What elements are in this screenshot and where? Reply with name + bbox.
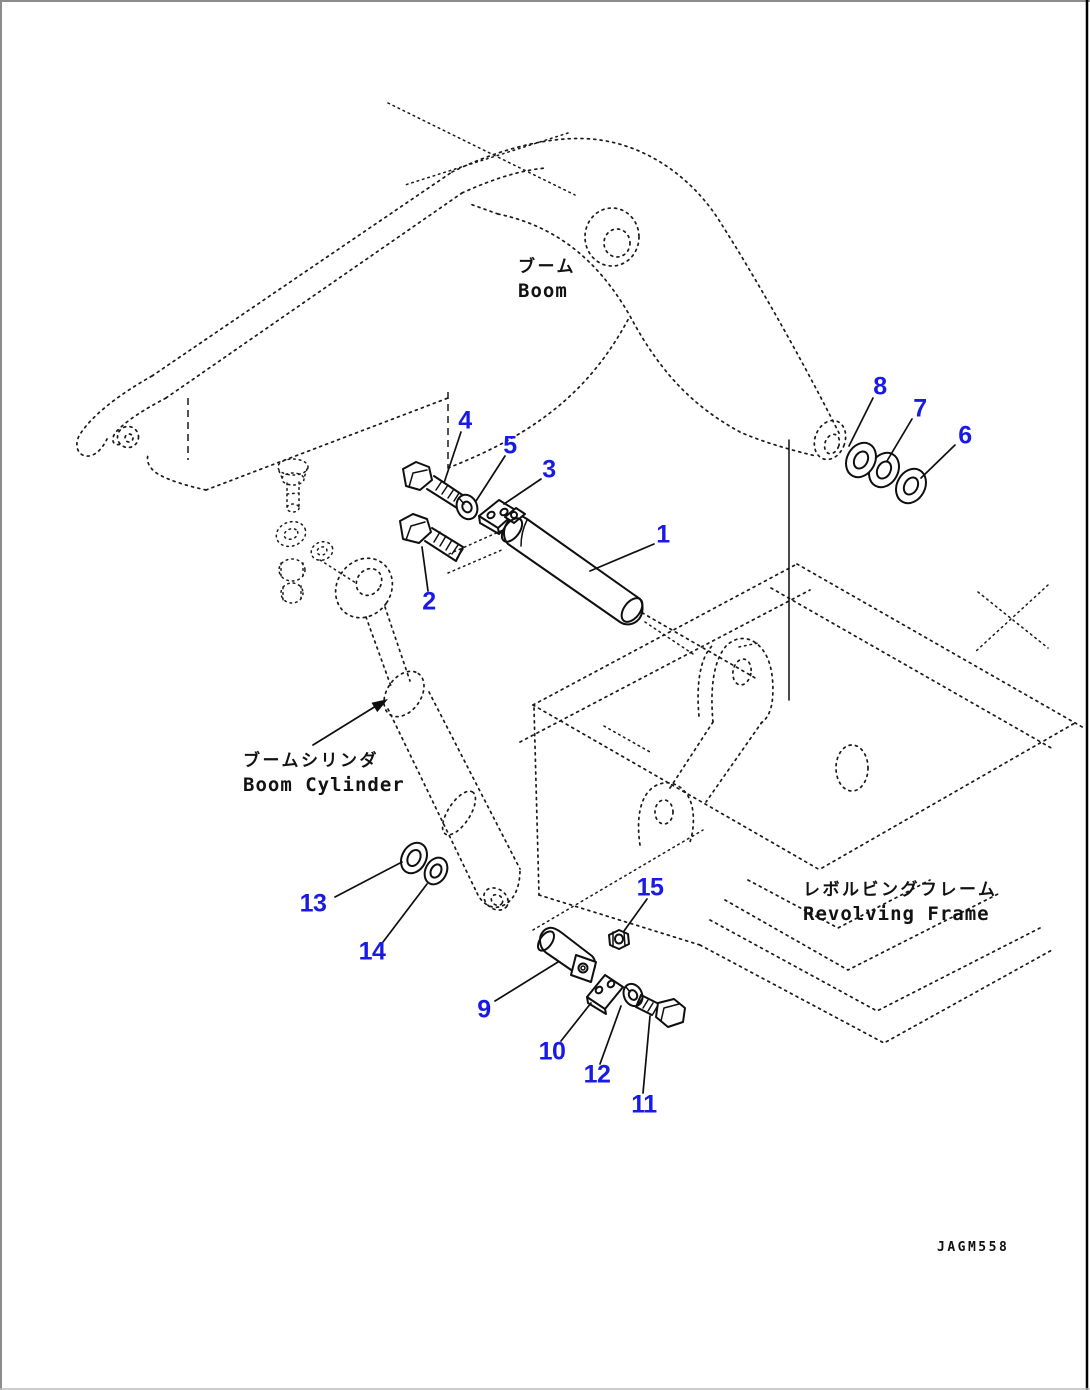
callout-12: 12 bbox=[583, 1060, 611, 1089]
leader-9 bbox=[494, 961, 559, 1002]
label-revolving-frame: レボルビングフレーム Revolving Frame bbox=[803, 879, 998, 926]
leader-4 bbox=[443, 431, 462, 484]
leader-5 bbox=[475, 455, 506, 502]
callout-11: 11 bbox=[631, 1090, 657, 1119]
part-5-washer bbox=[455, 493, 479, 521]
cylinder-pointer-arrow bbox=[312, 699, 388, 746]
leader-6 bbox=[920, 444, 956, 479]
callout-5: 5 bbox=[503, 431, 517, 460]
callout-1: 1 bbox=[656, 520, 670, 549]
phantom-centerlines bbox=[387, 102, 576, 196]
leader-15 bbox=[623, 898, 648, 932]
leader-2 bbox=[421, 546, 429, 592]
phantom-plug-parts bbox=[275, 458, 357, 604]
callout-9: 9 bbox=[477, 995, 491, 1024]
boom-outline bbox=[76, 137, 847, 491]
part-10-lock-plate bbox=[586, 974, 624, 1015]
callout-4: 4 bbox=[458, 406, 472, 435]
boom-label-jp: ブーム bbox=[518, 257, 576, 277]
leader-13 bbox=[334, 861, 403, 898]
callout-13: 13 bbox=[299, 889, 327, 918]
part-15-nut bbox=[608, 929, 630, 950]
leader-1 bbox=[589, 543, 655, 572]
washer-8 bbox=[845, 441, 927, 505]
label-boom: ブーム Boom bbox=[518, 256, 576, 303]
part-1-pin bbox=[500, 507, 644, 626]
leader-lines bbox=[334, 397, 956, 1094]
leader-10 bbox=[560, 1002, 592, 1042]
boom-cylinder-outline bbox=[334, 557, 521, 911]
leader-11 bbox=[642, 1015, 651, 1094]
assembly-connector-lines bbox=[447, 529, 704, 931]
part-11-bolt bbox=[635, 994, 686, 1028]
callout-3: 3 bbox=[542, 455, 556, 484]
part-9-pin bbox=[537, 926, 597, 983]
boom-cylinder-label-en: Boom Cylinder bbox=[243, 774, 405, 796]
drawing-code: JAGM558 bbox=[937, 1240, 1010, 1255]
revolving-frame-label-en: Revolving Frame bbox=[803, 903, 990, 925]
boom-cylinder-label-jp: ブームシリンダ bbox=[243, 751, 379, 771]
revolving-frame-label-jp: レボルビングフレーム bbox=[803, 880, 998, 900]
callout-8: 8 bbox=[873, 372, 887, 401]
part-4-bolt bbox=[402, 461, 465, 509]
leader-7 bbox=[886, 418, 913, 462]
callout-14: 14 bbox=[358, 937, 386, 966]
leader-12 bbox=[599, 1005, 622, 1065]
revolving-frame-outline bbox=[519, 563, 1085, 1044]
part-3-lock-plate bbox=[478, 499, 518, 535]
part-2-bolt bbox=[399, 513, 464, 562]
boom-label-en: Boom bbox=[518, 280, 568, 302]
leader-8 bbox=[848, 397, 874, 447]
callout-15: 15 bbox=[636, 873, 664, 902]
callout-7: 7 bbox=[913, 394, 927, 423]
label-boom-cylinder: ブームシリンダ Boom Cylinder bbox=[243, 750, 405, 797]
washer-13-14 bbox=[400, 841, 449, 886]
callout-2: 2 bbox=[422, 587, 436, 616]
callout-10: 10 bbox=[538, 1037, 566, 1066]
leader-3 bbox=[503, 478, 542, 505]
callout-6: 6 bbox=[958, 421, 972, 450]
leader-14 bbox=[382, 883, 428, 943]
